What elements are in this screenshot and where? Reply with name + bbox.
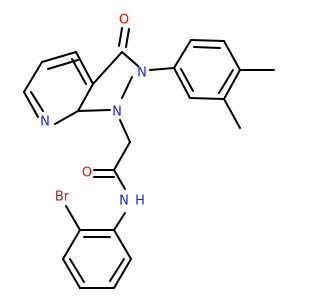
bond — [223, 69, 241, 100]
bond — [71, 58, 87, 85]
bond — [125, 28, 130, 48]
bond — [77, 83, 94, 112]
bond — [54, 110, 79, 125]
bond — [113, 258, 132, 289]
bond — [121, 51, 139, 67]
oxo-oxygen-label: O — [119, 13, 129, 28]
bond — [23, 61, 43, 93]
bond — [75, 51, 94, 85]
amide-oxygen-label: O — [82, 166, 92, 181]
bond — [119, 119, 131, 143]
bond — [65, 205, 81, 231]
bond — [109, 258, 125, 282]
acetamide-linker — [93, 119, 131, 231]
bond — [121, 76, 133, 99]
bond — [69, 258, 85, 283]
pyrazolone-n2-label: N — [137, 66, 147, 81]
atom-labels: O N N N O N H Br — [40, 13, 147, 209]
dimethylphenyl-ring — [149, 39, 275, 129]
bond — [180, 68, 194, 92]
pyrazolone-ring — [77, 27, 139, 112]
bond — [218, 69, 234, 94]
bond — [30, 91, 44, 112]
bond — [173, 39, 192, 69]
bond — [92, 51, 123, 85]
bond — [113, 229, 132, 260]
molecule-drawing: O N N N O N H Br — [23, 13, 275, 289]
bromophenyl-ring — [62, 205, 132, 289]
amide-nitrogen-label: N — [119, 194, 129, 209]
bond — [118, 27, 123, 47]
bond — [193, 46, 221, 49]
bond — [173, 67, 191, 99]
bromine-label: Br — [55, 190, 70, 205]
bond — [113, 169, 126, 190]
bond — [223, 40, 241, 71]
pyridine-ring — [23, 51, 94, 125]
bond — [189, 97, 225, 100]
bond — [149, 67, 175, 71]
bond — [113, 212, 126, 231]
amide-hydrogen-label: H — [135, 194, 145, 209]
bond — [223, 98, 241, 129]
bond — [62, 229, 81, 260]
bond — [23, 91, 39, 118]
pyrazolone-n1-label: N — [112, 105, 122, 120]
bond — [190, 39, 225, 42]
bond — [113, 141, 131, 171]
bond — [62, 258, 81, 289]
pyridine-nitrogen-label: N — [40, 115, 50, 130]
bond — [41, 51, 77, 63]
structure-svg: O N N N O N H Br — [23, 13, 275, 289]
bond — [77, 109, 111, 112]
